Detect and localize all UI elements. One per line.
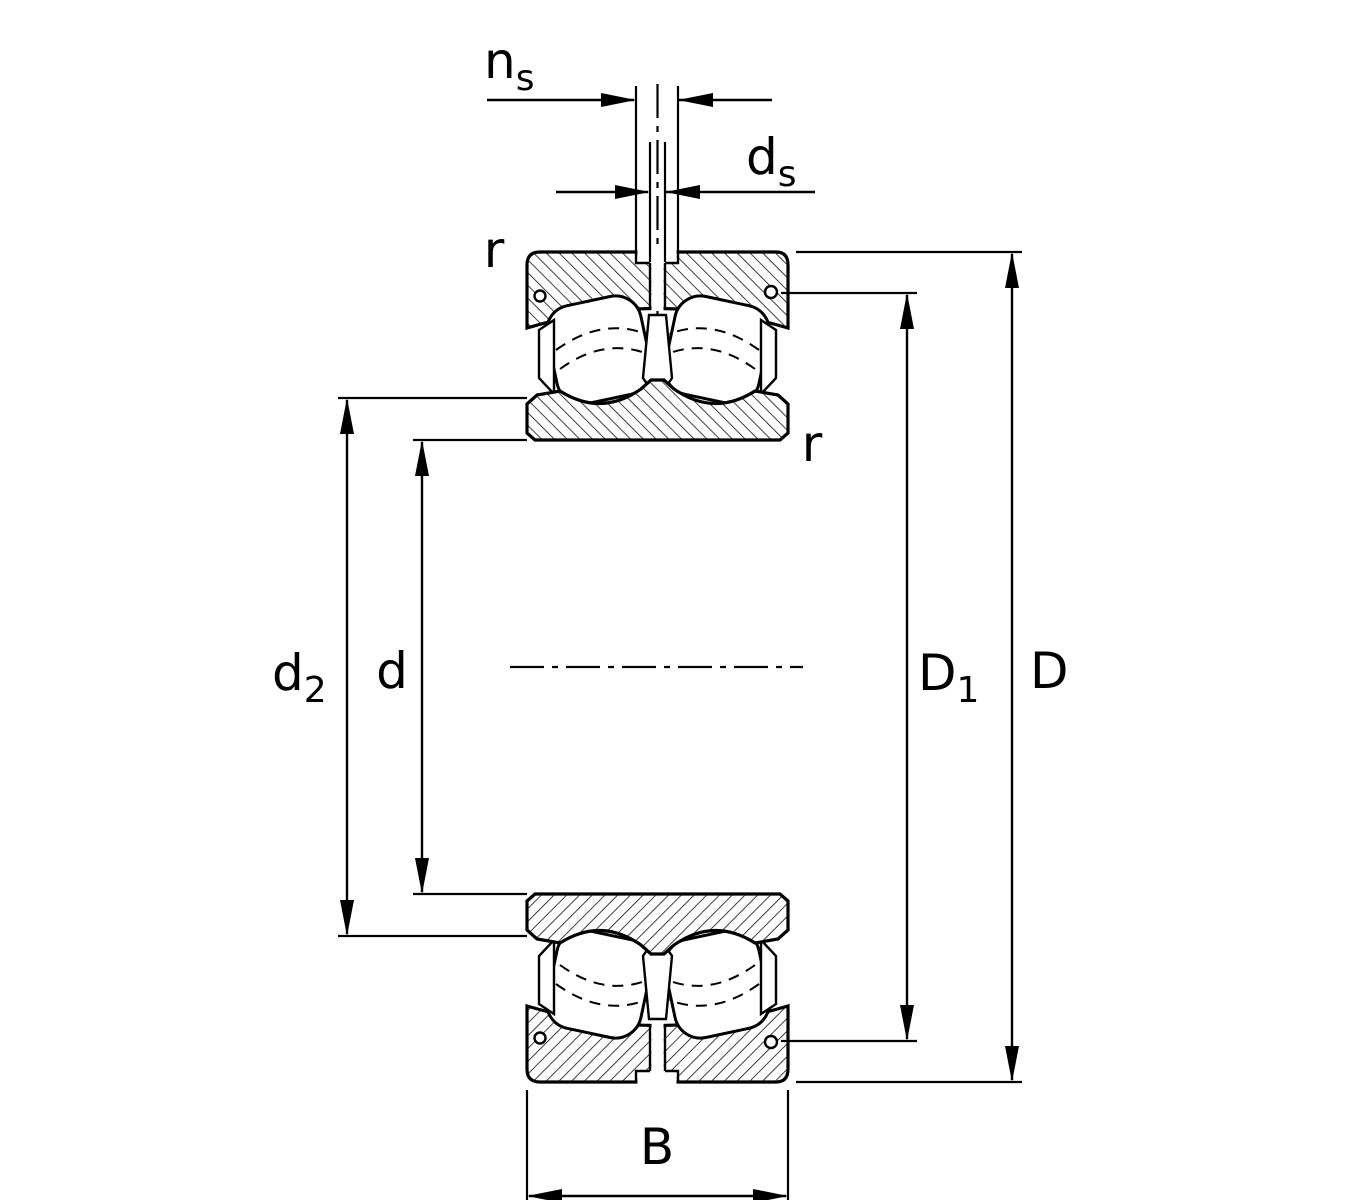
- right-retainer-detail: [763, 284, 779, 300]
- cage-left-lip: [537, 317, 556, 398]
- d2-arrow-bottom: [340, 900, 354, 936]
- dimension-D: D: [796, 250, 1069, 1084]
- label-D1: D1: [918, 644, 979, 711]
- D1-arrow-top: [900, 293, 914, 329]
- label-D: D: [1030, 642, 1069, 700]
- d-extension-lines: [413, 438, 527, 896]
- D-extension-lines: [796, 250, 1022, 1084]
- label-ns: ns: [484, 32, 534, 99]
- B-extension-lines: [525, 1090, 790, 1200]
- inner-ring-section: [525, 378, 790, 442]
- D-arrow-bottom: [1005, 1046, 1019, 1082]
- dimension-ds: ds: [556, 128, 815, 199]
- hole-extension-lines: [648, 142, 667, 262]
- D-arrow-top: [1005, 252, 1019, 288]
- D1-arrow-bottom: [900, 1005, 914, 1041]
- ns-arrow-left: [601, 93, 636, 107]
- left-retainer-detail: [533, 289, 547, 303]
- ds-arrow-right: [665, 185, 700, 199]
- left-roller-sphere-arc-1: [555, 327, 647, 351]
- dimension-B: B: [525, 1090, 790, 1200]
- lubrication-hole-cut: [651, 263, 664, 311]
- label-B: B: [640, 1118, 674, 1176]
- left-roller-sphere-arc-2: [559, 347, 646, 370]
- right-roller-sphere-arc-1: [668, 327, 760, 351]
- B-arrow-left: [527, 1189, 562, 1200]
- d-arrow-bottom: [415, 858, 429, 894]
- dimension-d: d: [376, 438, 527, 896]
- D1-extension-lines: [781, 291, 917, 1043]
- B-arrow-right: [753, 1189, 788, 1200]
- groove-extension-lines: [634, 86, 680, 252]
- dimension-D1: D1: [781, 291, 979, 1043]
- label-r-outer: r: [484, 221, 505, 279]
- dimension-d2: d2: [272, 396, 527, 938]
- cage-right-lip: [759, 317, 778, 398]
- bearing-bottom-half: [525, 892, 790, 1089]
- lubrication-groove-outline: [634, 252, 680, 265]
- d-arrow-top: [415, 440, 429, 476]
- ds-arrow-left: [615, 185, 650, 199]
- label-d2: d2: [272, 644, 327, 711]
- lubrication-hole-outline: [648, 263, 667, 309]
- right-roller-sphere-arc-2: [669, 347, 756, 370]
- lubrication-groove-cut: [637, 247, 677, 263]
- bearing-top-half: [525, 247, 790, 442]
- d2-extension-lines: [338, 396, 527, 938]
- label-ds: ds: [746, 128, 797, 195]
- d2-arrow-top: [340, 398, 354, 434]
- dimension-ns: ns: [484, 32, 772, 107]
- lubrication-extension-lines: [634, 86, 680, 262]
- ns-arrow-right: [678, 93, 713, 107]
- label-d: d: [376, 642, 408, 700]
- label-r-inner: r: [802, 415, 823, 473]
